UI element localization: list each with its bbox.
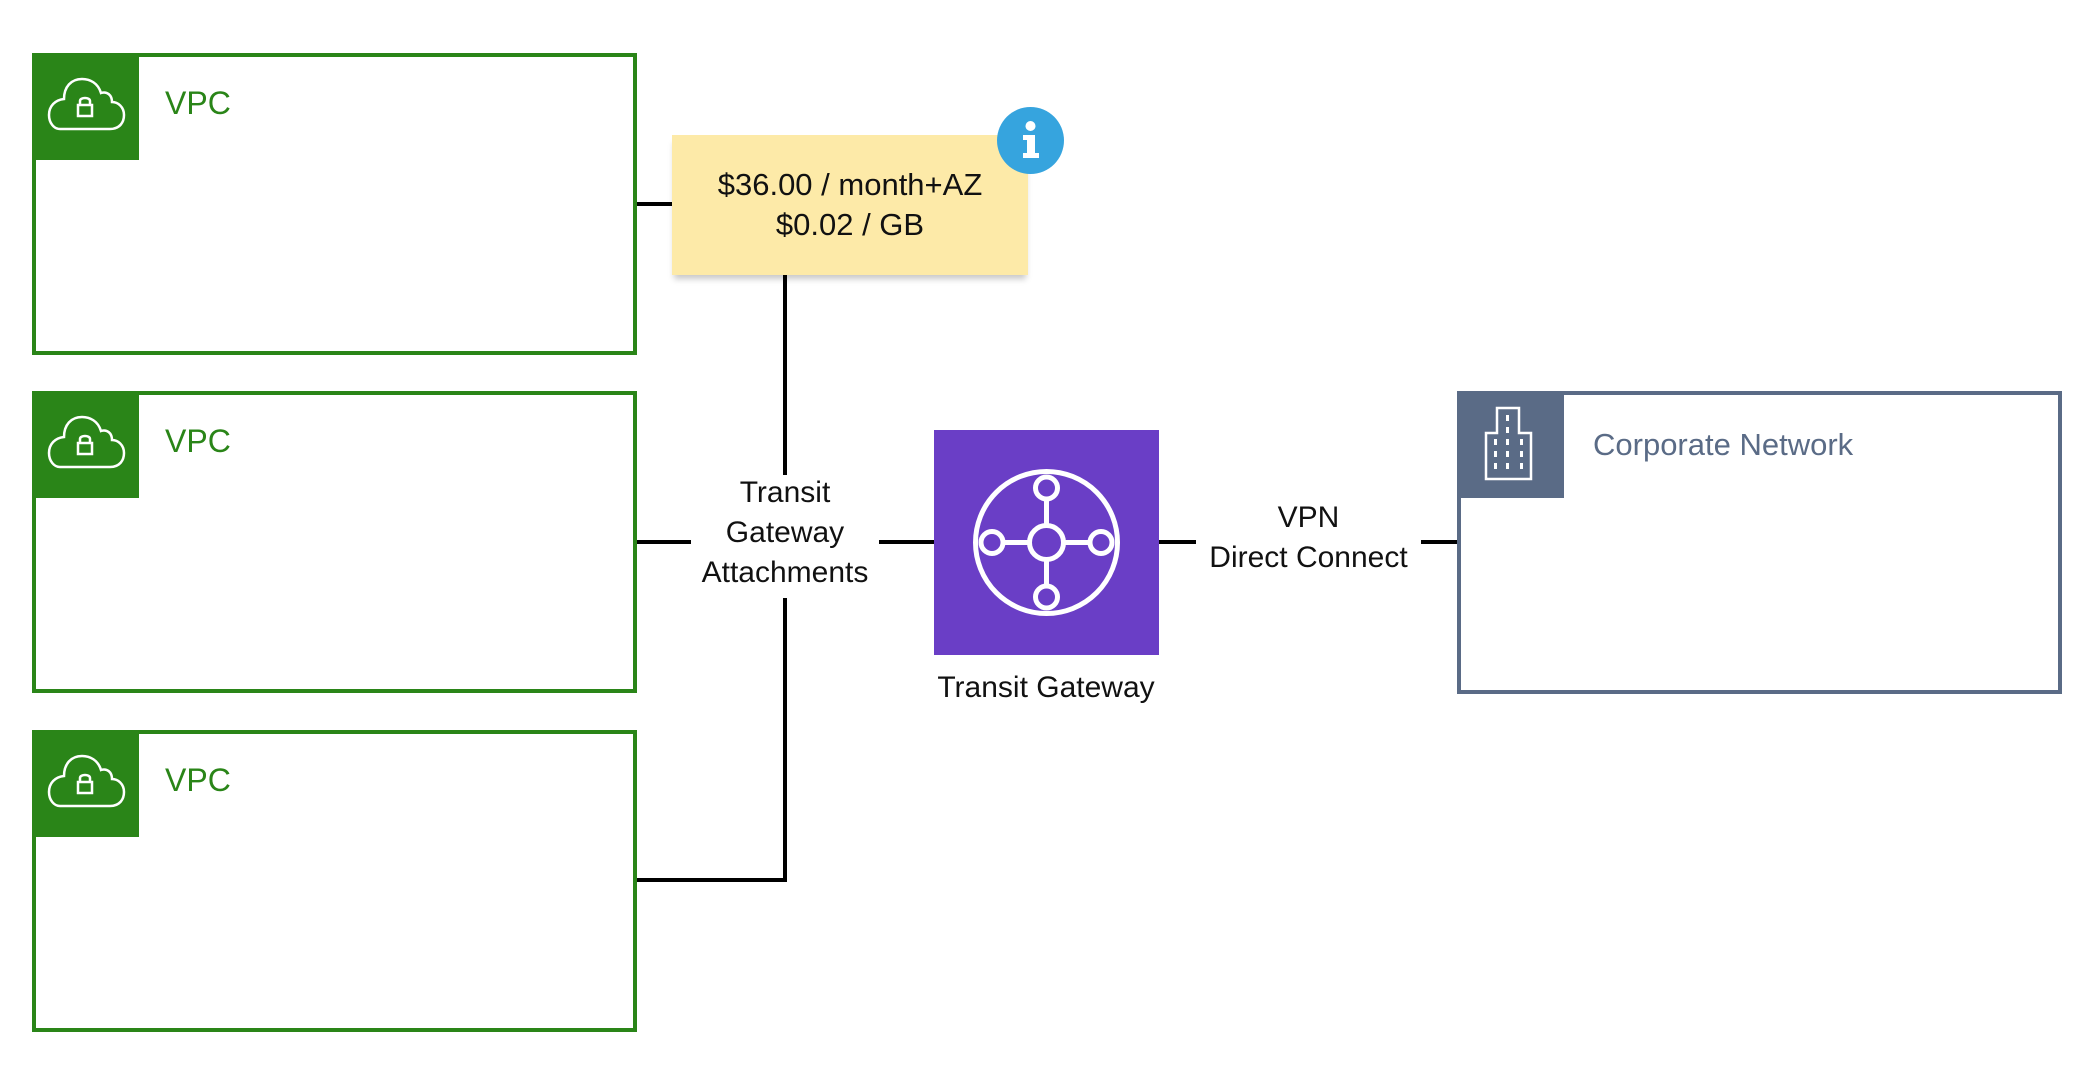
office-building-icon xyxy=(1457,391,1564,498)
transit-gateway-label: Transit Gateway xyxy=(937,671,1155,704)
pricing-note[interactable]: $36.00 / month+AZ $0.02 / GB xyxy=(672,135,1028,275)
vpc-label: VPC xyxy=(165,85,231,121)
transit-gateway-hub-icon xyxy=(973,469,1120,616)
connector-label-to-corp xyxy=(1421,540,1457,544)
vpc-group-2[interactable]: VPC xyxy=(32,391,637,693)
connection-type-direct-connect: Direct Connect xyxy=(1209,541,1408,574)
connection-type-vpn: VPN xyxy=(1277,501,1340,534)
connector-vpc3-to-vertical xyxy=(637,878,787,882)
attachments-label-line: Transit xyxy=(739,476,831,509)
attachments-label: Transit Gateway Attachments xyxy=(690,473,880,593)
vpc-cloud-lock-icon xyxy=(32,53,139,160)
vpc-group-1[interactable]: VPC xyxy=(32,53,637,355)
connection-type-label: VPN Direct Connect xyxy=(1196,498,1421,578)
vpc-group-3[interactable]: VPC xyxy=(32,730,637,1032)
vpc-cloud-lock-icon xyxy=(32,391,139,498)
attachments-label-line: Gateway xyxy=(725,516,845,549)
connector-label-to-tgw xyxy=(879,540,934,544)
connector-note-to-label xyxy=(783,275,787,475)
connector-tgw-to-label xyxy=(1159,540,1196,544)
connector-vpc1-to-note xyxy=(637,202,672,206)
transit-gateway-node[interactable] xyxy=(934,430,1159,655)
connector-label-down xyxy=(783,598,787,882)
pricing-per-gb: $0.02 / GB xyxy=(775,207,925,242)
connector-vpc2-to-label xyxy=(637,540,691,544)
vpc-label: VPC xyxy=(165,762,231,798)
pricing-per-month: $36.00 / month+AZ xyxy=(717,167,983,202)
info-icon[interactable] xyxy=(997,107,1064,174)
attachments-label-line: Attachments xyxy=(701,556,869,589)
vpc-cloud-lock-icon xyxy=(32,730,139,837)
corporate-network-group[interactable]: Corporate Network xyxy=(1457,391,2062,694)
vpc-label: VPC xyxy=(165,423,231,459)
corporate-network-label: Corporate Network xyxy=(1593,427,1854,462)
